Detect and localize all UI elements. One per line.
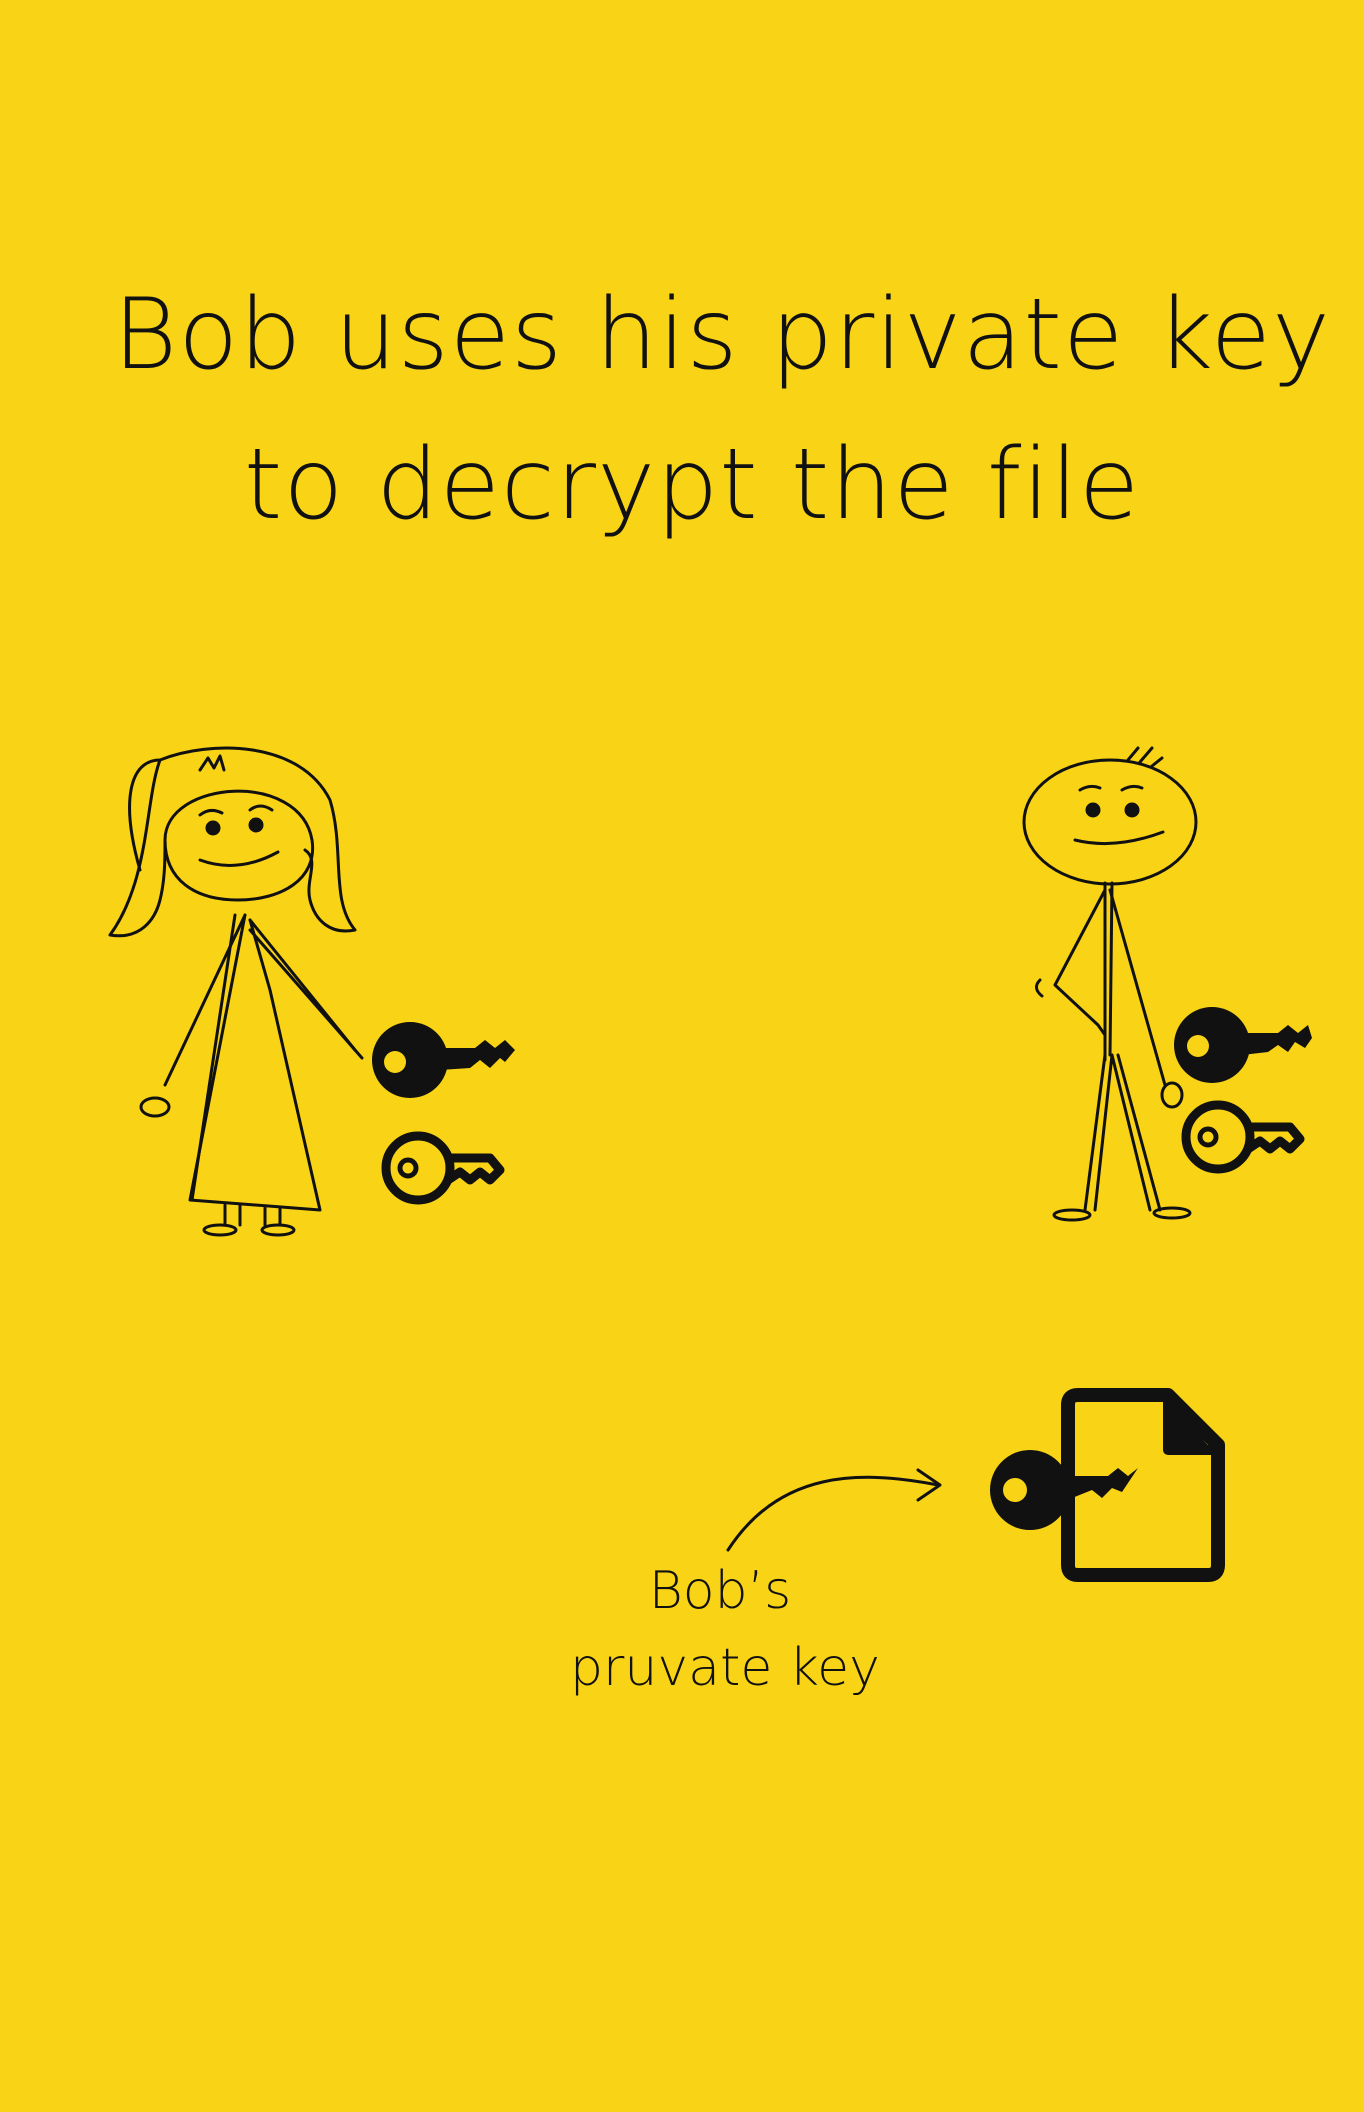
alice-face: [163, 789, 315, 902]
caption-line-1: Bob’s: [648, 1561, 792, 1621]
alice-dress: [188, 913, 322, 1212]
caption-line-2: pruvate key: [570, 1638, 880, 1698]
heading-line-1: Bob uses his private key: [113, 278, 1331, 392]
bob-face: [1022, 758, 1198, 886]
heading-line-2: to decrypt the file: [243, 428, 1141, 542]
alice-hair: [128, 746, 357, 933]
